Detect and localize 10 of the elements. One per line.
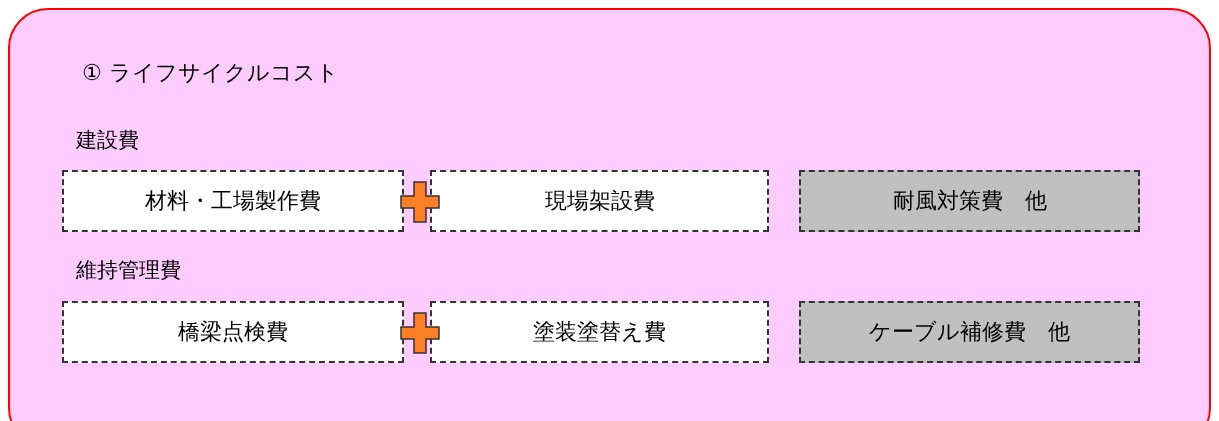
cost-item-box: 耐風対策費 他 (799, 170, 1140, 232)
cost-item-box: 現場架設費 (430, 170, 769, 232)
cost-item-box: ケーブル補修費 他 (799, 301, 1140, 363)
panel-title: ① ライフサイクルコスト (82, 59, 339, 87)
cost-item-box: 塗装塗替え費 (430, 301, 769, 363)
rounded-panel (8, 8, 1211, 421)
cost-item-box: 材料・工場製作費 (62, 170, 404, 232)
cost-item-box: 橋梁点検費 (62, 301, 404, 363)
section-heading: 維持管理費 (76, 257, 181, 284)
section-heading: 建設費 (76, 127, 139, 154)
